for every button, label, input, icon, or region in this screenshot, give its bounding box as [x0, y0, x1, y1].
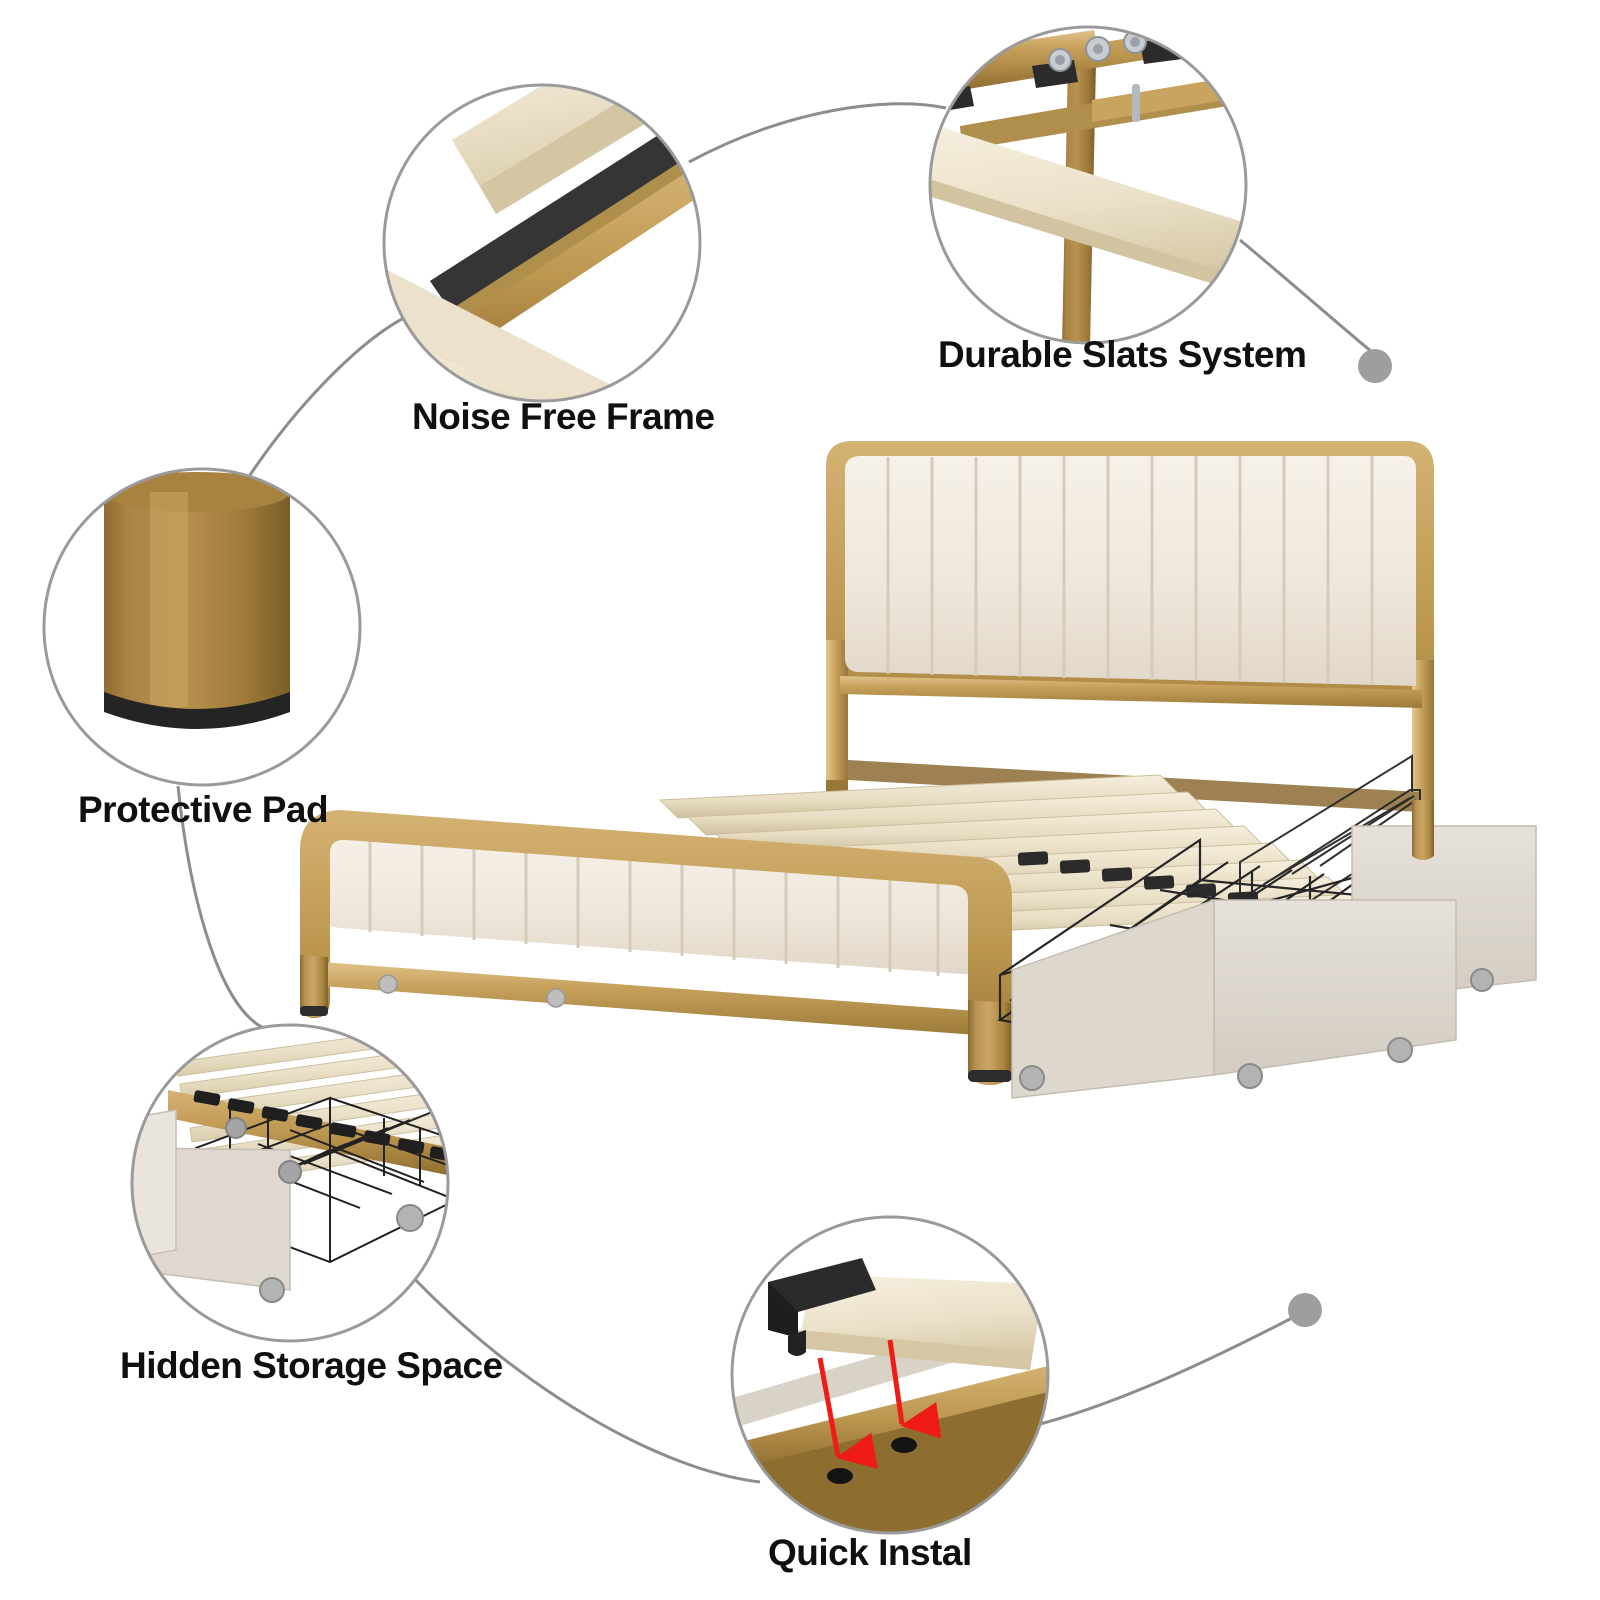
- callout-ring-noise-free-frame: [382, 83, 702, 403]
- callout-quick-instal: [730, 1215, 1050, 1535]
- callout-ring-protective-pad: [42, 467, 362, 787]
- quick-slat-end-cap: [768, 1258, 876, 1312]
- footboard: [300, 810, 1012, 1085]
- quick-hole-right: [891, 1437, 917, 1453]
- connector-pad-to-storage: [176, 785, 267, 1031]
- callout-noise-free-frame: [382, 83, 702, 403]
- headboard: [826, 441, 1434, 830]
- store-caster-d: [225, 1117, 247, 1139]
- storage-drawer-front-side: [1011, 898, 1215, 1099]
- callout-label-quick-instal: Quick Instal: [768, 1532, 972, 1573]
- footboard-left-leg: [300, 955, 328, 1017]
- caster-front-left: [1237, 1063, 1263, 1089]
- quick-gold-rail-top: [732, 1366, 1048, 1470]
- pad-leg-body: [104, 492, 290, 716]
- headboard-left-post: [826, 640, 848, 780]
- quick-slat-end-cap-side: [768, 1282, 798, 1338]
- store-drawer-side: [132, 1109, 177, 1259]
- pad-rubber-pad: [104, 692, 290, 729]
- quick-hole-left: [827, 1468, 853, 1484]
- callout-protective-pad: [42, 467, 362, 787]
- store-caster-a: [259, 1277, 285, 1303]
- connector-endpoint-dots: [1288, 349, 1392, 1327]
- pad-leg-highlight: [150, 492, 188, 709]
- quick-install-arrows: [817, 1339, 942, 1469]
- quick-arrow-right: [887, 1339, 942, 1439]
- footboard-frame: [300, 810, 1012, 1085]
- connector-pad-to-noise: [246, 310, 418, 479]
- noise-wood-slat-lower-b: [384, 256, 648, 401]
- quick-arrow-left: [817, 1357, 879, 1469]
- slat-deck: [658, 760, 1420, 938]
- caster-front-right: [1387, 1037, 1413, 1063]
- quick-cap-pin: [788, 1330, 806, 1356]
- callout-ring-durable-slats-system: [928, 25, 1248, 345]
- caster-rear-right: [1470, 968, 1494, 992]
- slats-hanging-screw: [1132, 84, 1140, 122]
- connector-noise-to-slats: [688, 102, 947, 164]
- quick-wood-slat-edge: [798, 1330, 1032, 1370]
- footboard-channels: [368, 833, 940, 976]
- headboard-right-leg: [1412, 800, 1434, 860]
- caster-footboard-b: [546, 988, 566, 1008]
- connector-quick-to-dot-right: [1039, 1316, 1293, 1426]
- noise-foam-texture: [430, 134, 680, 310]
- headboard-cushion: [845, 456, 1416, 686]
- noise-foam-strip: [430, 134, 680, 310]
- callout-label-durable-slats-system: Durable Slats System: [938, 334, 1307, 375]
- callout-label-noise-free-frame: Noise Free Frame: [412, 396, 715, 437]
- bed-frame-hero: [300, 441, 1537, 1099]
- headboard-bottom-rail: [840, 676, 1422, 708]
- footboard-right-leg-pad: [968, 1070, 1012, 1082]
- headboard-channels: [886, 456, 1374, 685]
- storage-drawer-front[interactable]: [1213, 899, 1457, 1089]
- slats-wood-slat-main-edge: [930, 170, 1246, 294]
- endpoint-dot-top-right: [1358, 349, 1392, 383]
- quick-gold-rail: [732, 1388, 1048, 1533]
- store-caster-c: [278, 1160, 302, 1184]
- storage-drawer-front-face[interactable]: [1213, 899, 1457, 1076]
- caster-footboard-a: [378, 974, 398, 994]
- store-caster-b: [396, 1204, 424, 1232]
- connector-lines: [176, 102, 1373, 1484]
- endpoint-dot-bottom-right: [1288, 1293, 1322, 1327]
- pad-leg-top: [104, 472, 290, 512]
- footboard-lower-rail: [322, 962, 990, 1036]
- caster-under-frame-left: [1019, 1065, 1045, 1091]
- callout-hidden-storage-space: [130, 1023, 450, 1343]
- callout-ring-quick-instal: [730, 1215, 1050, 1535]
- callout-ring-hidden-storage-space: [130, 1023, 450, 1343]
- connector-slats-to-dot-right: [1239, 238, 1373, 354]
- callout-durable-slats-system: [928, 25, 1248, 345]
- callout-label-protective-pad: Protective Pad: [78, 789, 329, 830]
- noise-wood-slat-upper-edge: [480, 85, 700, 214]
- slats-wood-slat-main: [930, 118, 1246, 294]
- callout-label-hidden-storage-space: Hidden Storage Space: [120, 1345, 503, 1386]
- connector-storage-to-quick: [406, 1270, 761, 1484]
- footboard-left-leg-pad: [300, 1006, 328, 1016]
